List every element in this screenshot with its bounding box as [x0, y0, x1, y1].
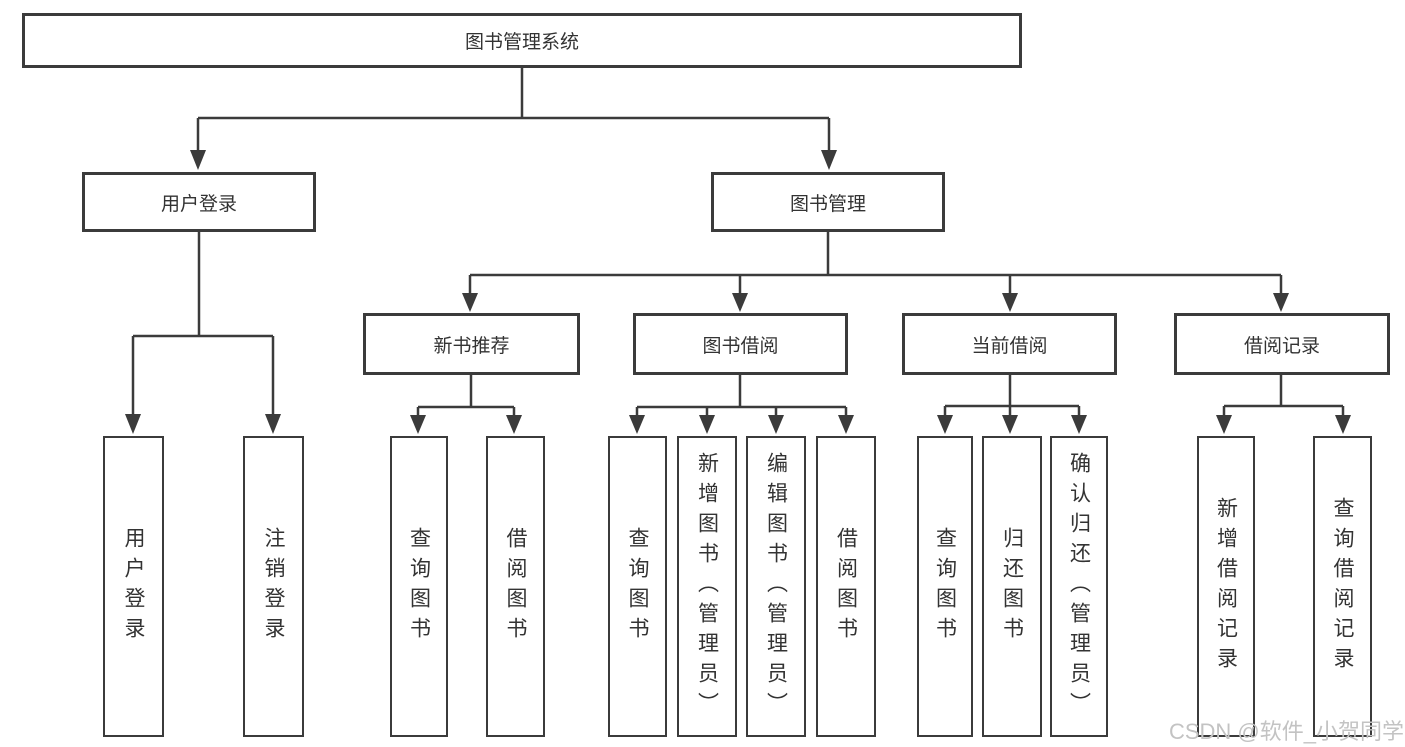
arrowhead [838, 415, 854, 434]
connector-records-to-leaves [1222, 375, 1345, 416]
leaf-label: 借阅图书 [504, 526, 528, 647]
leaf-confirm-return-admin: 确认归还（管理员） [1050, 436, 1108, 737]
leaf-logout: 注销登录 [243, 436, 304, 737]
arrowhead [462, 293, 478, 312]
node-label: 图书管理 [789, 193, 866, 215]
arrowhead [699, 415, 715, 434]
arrowhead [190, 150, 206, 170]
arrowhead [265, 414, 281, 434]
connector-login-to-leaves [131, 232, 275, 415]
arrowhead [1335, 415, 1351, 434]
arrowhead [1071, 415, 1087, 434]
node-user-login-branch: 用户登录 [82, 172, 316, 232]
node-root-label: 图书管理系统 [464, 32, 579, 53]
arrowhead [1002, 293, 1018, 312]
arrowhead [1273, 293, 1289, 312]
node-label: 当前借阅 [971, 335, 1048, 357]
leaf-query-books-current: 查询图书 [917, 436, 973, 737]
node-book-borrow: 图书借阅 [633, 313, 848, 375]
node-book-management: 图书管理 [711, 172, 945, 232]
leaf-label: 借阅图书 [834, 526, 858, 647]
leaf-label: 查询图书 [933, 526, 957, 647]
connector-current-to-leaves [943, 375, 1081, 416]
leaf-query-books-borrow: 查询图书 [608, 436, 667, 737]
node-borrow-records: 借阅记录 [1174, 313, 1390, 375]
arrowhead [1002, 415, 1018, 434]
leaf-label: 用户登录 [122, 526, 146, 647]
connector-manage-to-level3 [468, 232, 1283, 294]
node-new-book-recommend: 新书推荐 [363, 313, 580, 375]
csdn-watermark: CSDN @软件_小贺同学 [1168, 719, 1404, 744]
leaf-query-borrow-record: 查询借阅记录 [1313, 436, 1372, 737]
leaf-label: 编辑图书（管理员） [764, 451, 788, 722]
node-label: 用户登录 [160, 193, 237, 215]
leaf-label: 查询借阅记录 [1331, 496, 1355, 677]
node-root: 图书管理系统 [22, 13, 1022, 68]
leaf-return-books: 归还图书 [982, 436, 1042, 737]
leaf-add-borrow-record: 新增借阅记录 [1197, 436, 1255, 737]
leaf-edit-books-admin: 编辑图书（管理员） [746, 436, 806, 737]
leaf-user-login: 用户登录 [103, 436, 164, 737]
leaf-label: 新增图书（管理员） [695, 451, 719, 722]
arrowhead [125, 414, 141, 434]
node-label: 新书推荐 [433, 335, 510, 357]
node-label: 借阅记录 [1243, 335, 1320, 357]
arrowhead [821, 150, 837, 170]
leaf-label: 注销登录 [262, 526, 286, 647]
leaf-add-books-admin: 新增图书（管理员） [677, 436, 737, 737]
node-current-borrow: 当前借阅 [902, 313, 1117, 375]
arrowhead [1216, 415, 1232, 434]
connector-borrow-to-leaves [635, 375, 848, 416]
leaf-label: 确认归还（管理员） [1067, 451, 1091, 722]
leaf-borrow-books-recommend: 借阅图书 [486, 436, 545, 737]
arrowhead [732, 293, 748, 312]
leaf-label: 查询图书 [626, 526, 650, 647]
leaf-label: 查询图书 [407, 526, 431, 647]
connector-recommend-to-leaves [416, 375, 516, 416]
arrowhead [937, 415, 953, 434]
arrowhead [629, 415, 645, 434]
leaf-borrow-books: 借阅图书 [816, 436, 876, 737]
arrowhead [506, 415, 522, 434]
leaf-label: 新增借阅记录 [1214, 496, 1238, 677]
node-label: 图书借阅 [702, 335, 779, 357]
leaf-label: 归还图书 [1000, 526, 1024, 647]
connector-root-to-level2 [196, 68, 831, 151]
arrowhead [410, 415, 426, 434]
leaf-query-books-recommend: 查询图书 [390, 436, 448, 737]
arrowheads [125, 150, 1351, 434]
arrowhead [768, 415, 784, 434]
